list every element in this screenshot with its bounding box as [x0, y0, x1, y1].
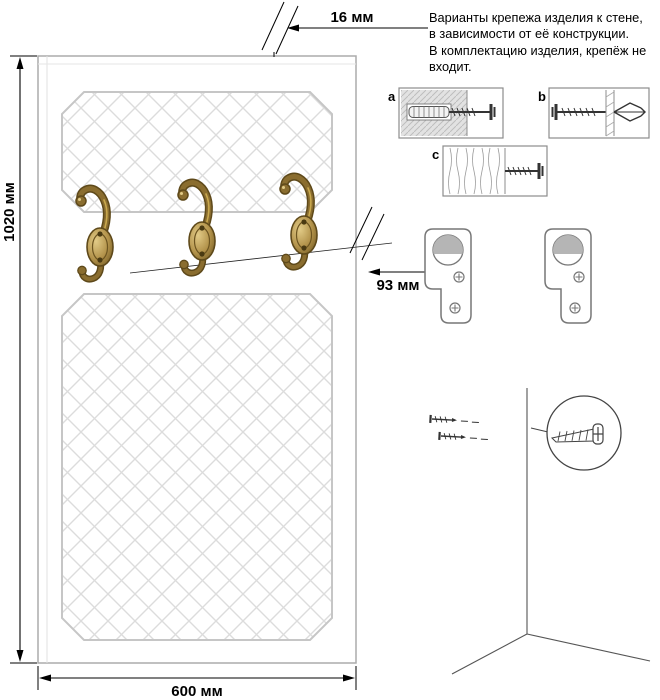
fastener-c-label: c	[432, 147, 439, 162]
hollow-wall-anchor-icon	[548, 87, 650, 139]
fastener-a-label: a	[388, 89, 396, 104]
panel-drawing	[37, 55, 393, 664]
fastener-option-c: c	[432, 145, 548, 197]
screw-detail-icon	[550, 423, 604, 445]
keyhole-bracket-icon	[544, 228, 592, 324]
height-dimension: 1020 мм	[1, 55, 37, 664]
fastener-option-a: a	[388, 87, 504, 139]
quilt-pattern-bottom	[61, 293, 333, 641]
magnifier-detail	[530, 395, 622, 471]
fastener-b-label: b	[538, 89, 546, 104]
dowel-in-concrete-icon	[398, 87, 504, 139]
hook-depth-dimension: 93 мм	[349, 206, 428, 294]
hook-projection-line	[129, 242, 393, 274]
note-line: входит.	[429, 59, 472, 75]
wall-corner-lines	[451, 388, 651, 675]
width-dimension: 600 мм	[37, 666, 357, 700]
fastener-option-b: b	[538, 87, 650, 139]
note-line: В комплектацию изделия, крепёж не	[429, 42, 647, 58]
hook-depth-dimension-label: 93 мм	[376, 277, 419, 294]
corner-wall-illustration	[429, 388, 651, 675]
mounting-note: Варианты крепежа изделия к стене, в зави…	[429, 10, 658, 76]
note-line: в зависимости от её конструкции.	[429, 26, 630, 42]
height-dimension-label: 1020 мм	[1, 182, 18, 242]
screw-icon	[429, 413, 481, 427]
width-dimension-label: 600 мм	[171, 683, 222, 700]
screw-icon	[438, 430, 490, 444]
thickness-dimension-label: 16 мм	[330, 9, 373, 26]
thickness-dimension: 16 мм	[261, 1, 428, 57]
note-line: Варианты крепежа изделия к стене,	[429, 10, 643, 25]
screw-in-wood-icon	[442, 145, 548, 197]
keyhole-bracket-icon	[424, 228, 472, 324]
